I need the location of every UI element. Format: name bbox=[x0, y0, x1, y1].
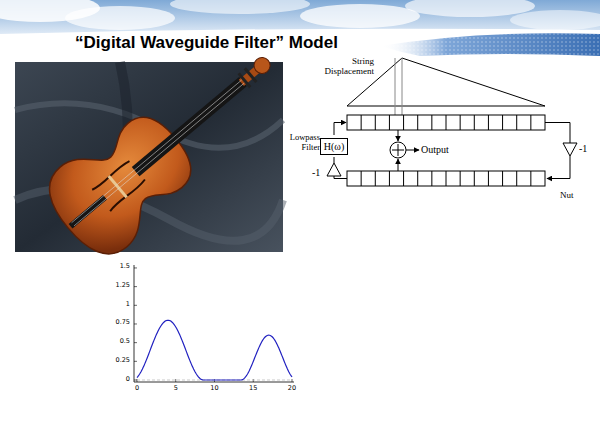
axis-tick-label: 0 bbox=[128, 385, 146, 392]
filter-label: H(ω) bbox=[324, 141, 344, 152]
violin-photo bbox=[15, 21, 302, 268]
axis-tick-label: 0 bbox=[108, 376, 130, 383]
axis-tick-label: 1.25 bbox=[108, 282, 130, 289]
diagram-label: Nut bbox=[560, 190, 586, 200]
slide-title: “Digital Waveguide Filter” Model bbox=[75, 33, 338, 53]
waveguide-diagram bbox=[327, 58, 577, 186]
axis-tick-label: 1 bbox=[108, 301, 130, 308]
gain-label: -1 bbox=[312, 167, 326, 179]
axis-tick-label: 0.25 bbox=[108, 357, 130, 364]
output-label: Output bbox=[421, 144, 465, 156]
axis-tick-label: 10 bbox=[206, 385, 224, 392]
diagram-label: Lowpass Filter bbox=[286, 133, 320, 153]
axis-tick-label: 15 bbox=[244, 385, 262, 392]
header-sky bbox=[0, 0, 600, 56]
gain-label: -1 bbox=[579, 143, 595, 155]
diagram-label: String Displacement bbox=[310, 56, 374, 77]
plot bbox=[134, 265, 294, 382]
axis-tick-label: 0.75 bbox=[108, 319, 130, 326]
axis-tick-label: 0.5 bbox=[108, 338, 130, 345]
axis-tick-label: 20 bbox=[283, 385, 301, 392]
axis-tick-label: 5 bbox=[167, 385, 185, 392]
filter-box: H(ω) bbox=[320, 138, 348, 155]
axis-tick-label: 1.5 bbox=[108, 263, 130, 270]
